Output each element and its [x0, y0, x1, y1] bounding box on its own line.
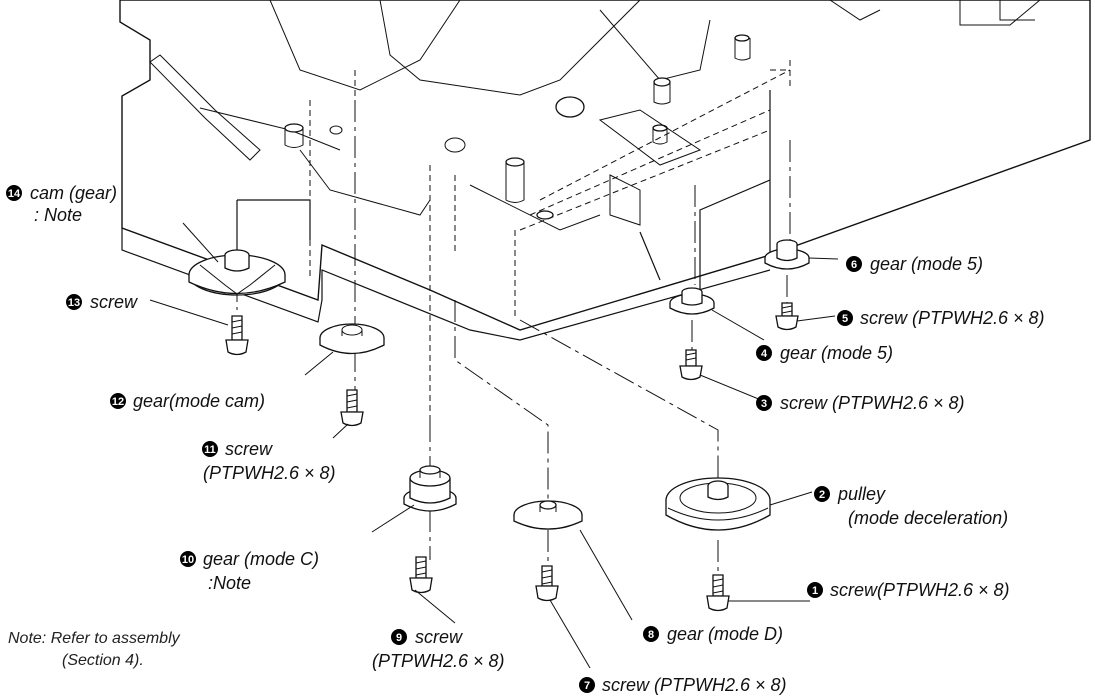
callout-11-text: screw	[225, 439, 273, 459]
svg-text:12: 12	[112, 396, 124, 408]
callout-11-badge: 11	[202, 441, 218, 457]
screw-7-part	[535, 565, 559, 602]
callout-14-badge: 14	[6, 185, 22, 201]
callout-13-text: screw	[90, 292, 138, 312]
svg-text:5: 5	[842, 313, 848, 325]
screw-11-part	[340, 389, 364, 427]
callout-7-text: screw (PTPWH2.6 × 8)	[602, 675, 787, 695]
svg-text:4: 4	[761, 348, 768, 360]
axis-lines	[236, 100, 791, 580]
callout-10-text-2: :Note	[208, 573, 251, 593]
gear-mode-cam-part	[319, 323, 385, 355]
svg-text:1: 1	[812, 585, 818, 597]
callout-2-text-2: (mode deceleration)	[848, 508, 1008, 528]
callout-8-text: gear (mode D)	[667, 624, 783, 644]
callout-4-badge: 4	[756, 345, 772, 361]
svg-text:9: 9	[396, 632, 402, 644]
assembly-note: Note: Refer to assembly (Section 4).	[8, 630, 181, 669]
callout-2-text: pulley	[837, 484, 886, 504]
callout-badges: 14 13 12 11 10 9 7 8 1 2 3 4 5 6	[6, 185, 862, 693]
note-line-2: (Section 4).	[62, 652, 144, 669]
svg-text:7: 7	[584, 680, 590, 692]
callout-6-badge: 6	[846, 256, 862, 272]
svg-text:8: 8	[648, 629, 654, 641]
callout-10-text: gear (mode C)	[203, 549, 319, 569]
gear-mode5-a-part	[669, 287, 715, 315]
callout-4-text: gear (mode 5)	[780, 343, 893, 363]
svg-text:10: 10	[182, 554, 194, 566]
callout-3-text: screw (PTPWH2.6 × 8)	[780, 393, 965, 413]
svg-text:3: 3	[761, 398, 767, 410]
callout-14-text-2: : Note	[34, 205, 82, 225]
gear-mode5-b-part	[764, 239, 810, 270]
callout-11-text-2: (PTPWH2.6 × 8)	[203, 463, 336, 483]
callout-3-badge: 3	[756, 395, 772, 411]
callout-2-badge: 2	[814, 486, 830, 502]
screw-1-part	[706, 574, 730, 612]
svg-text:11: 11	[204, 444, 216, 456]
callout-8-badge: 8	[643, 626, 659, 642]
gear-mode-c-part	[403, 465, 457, 512]
callout-10-badge: 10	[180, 551, 196, 567]
svg-text:6: 6	[851, 259, 857, 271]
screw-3-part	[679, 349, 703, 381]
callout-5-text: screw (PTPWH2.6 × 8)	[860, 308, 1045, 328]
screw-9-part	[409, 556, 433, 594]
leader-lines	[149, 222, 839, 669]
screw-13-part	[225, 315, 249, 356]
cam-gear-part	[188, 249, 286, 296]
svg-text:13: 13	[68, 297, 80, 309]
svg-text:14: 14	[8, 188, 21, 200]
callout-12-text: gear(mode cam)	[133, 391, 265, 411]
callout-13-badge: 13	[66, 294, 82, 310]
screw-5-part	[775, 302, 799, 331]
callout-9-text-2: (PTPWH2.6 × 8)	[372, 651, 505, 671]
note-line-1: Note: Refer to assembly	[8, 630, 181, 647]
callout-9-text: screw	[415, 627, 463, 647]
callout-1-text: screw(PTPWH2.6 × 8)	[830, 580, 1010, 600]
callout-6-text: gear (mode 5)	[870, 254, 983, 274]
callout-14-text: cam (gear)	[30, 183, 117, 203]
callout-5-badge: 5	[837, 310, 853, 326]
callout-1-badge: 1	[807, 582, 823, 598]
callout-labels: cam (gear) : Note screw gear(mode cam) s…	[30, 183, 1045, 695]
callout-9-badge: 9	[391, 629, 407, 645]
callout-7-badge: 7	[579, 677, 595, 693]
callout-12-badge: 12	[110, 393, 126, 409]
chassis	[119, 0, 1091, 341]
svg-text:2: 2	[819, 489, 825, 501]
gear-mode-d-part	[513, 500, 583, 530]
pulley-part	[665, 477, 771, 531]
